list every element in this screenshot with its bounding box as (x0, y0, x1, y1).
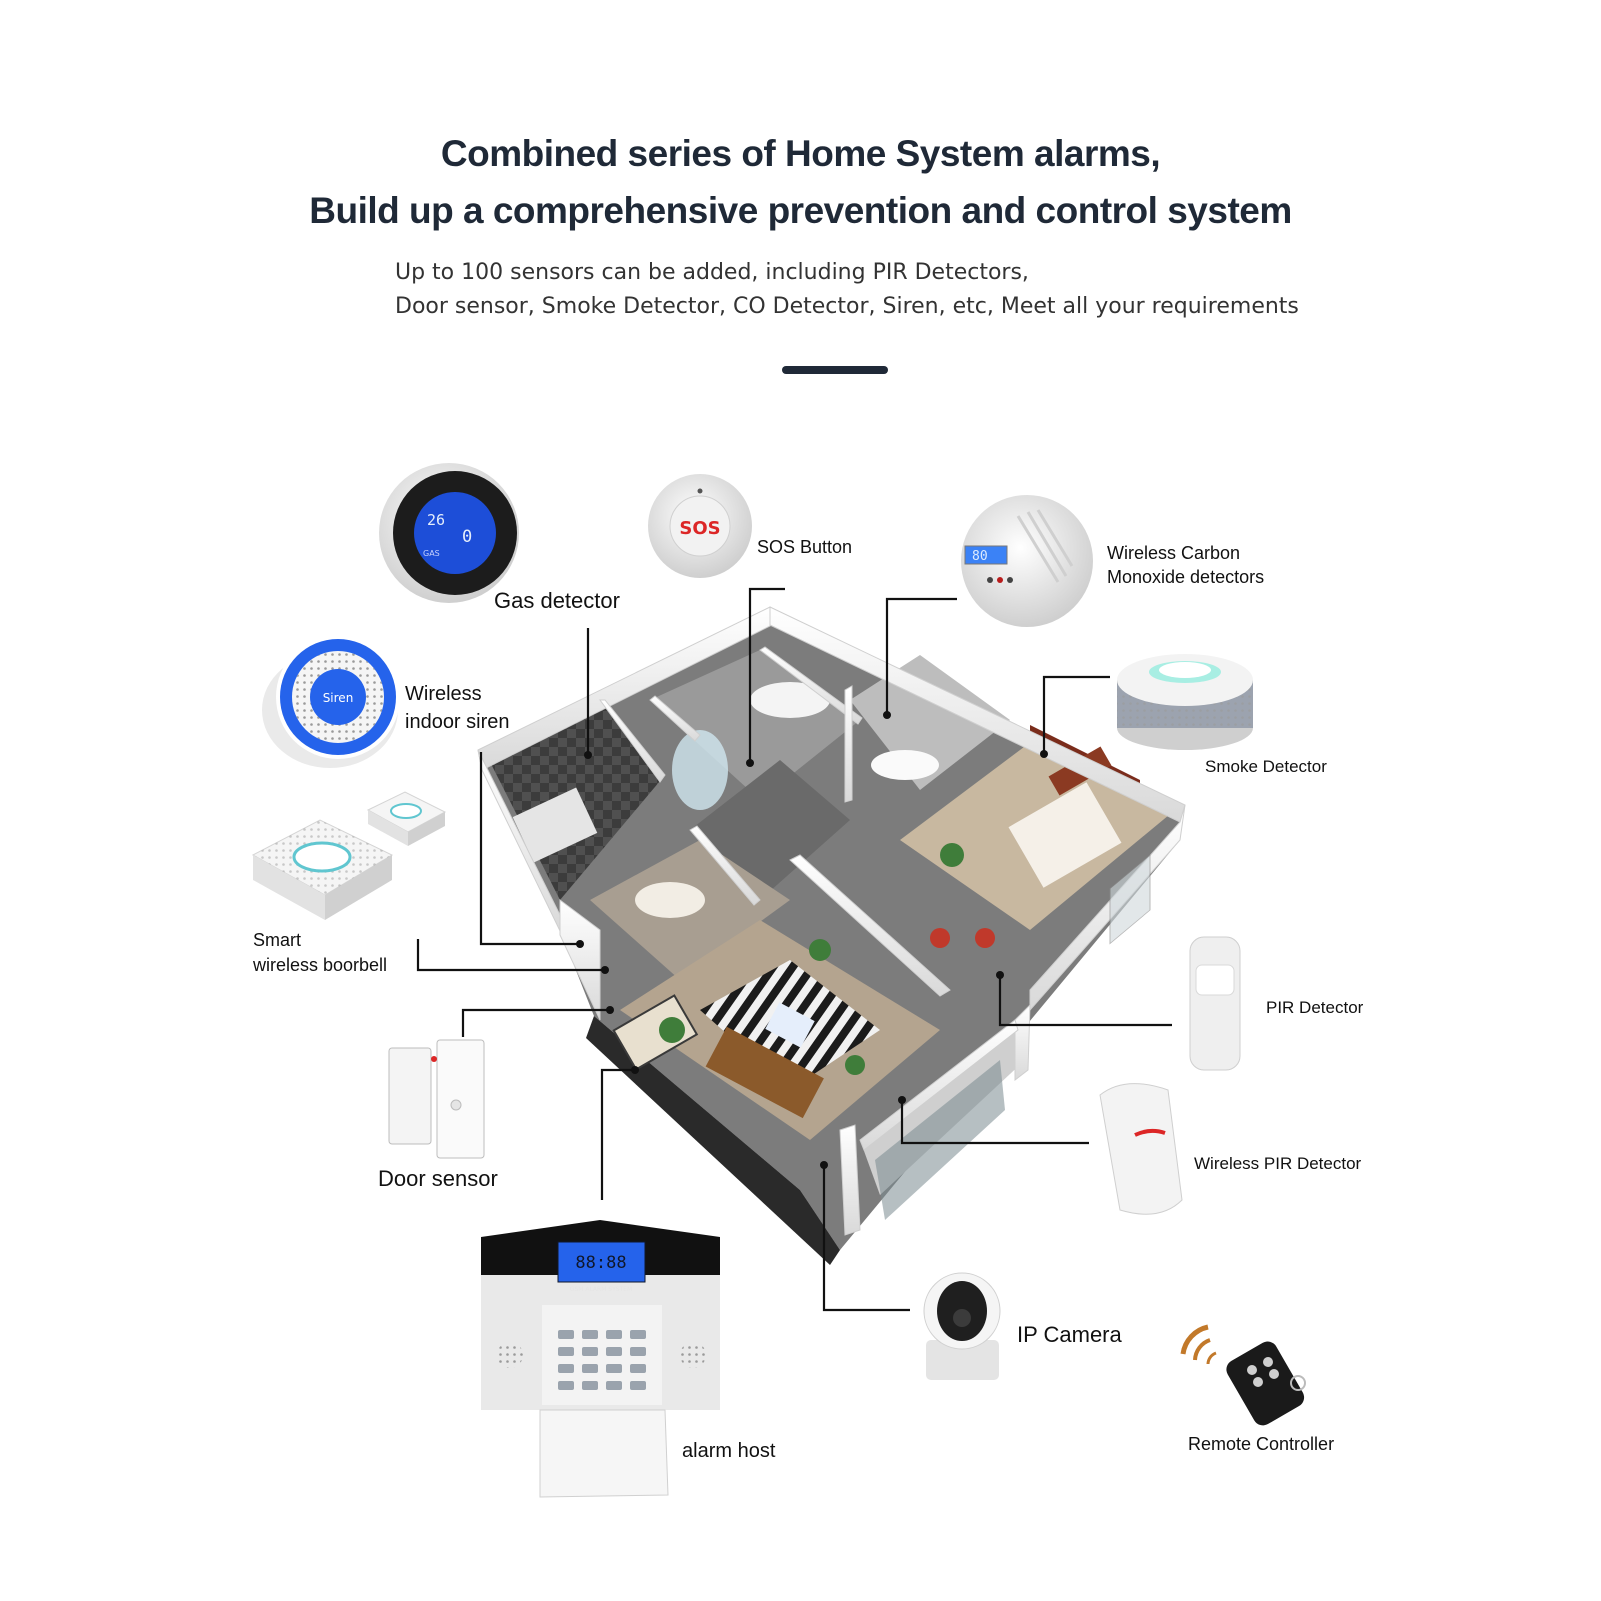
siren-label-line-2: indoor siren (405, 711, 510, 733)
smoke-detector-icon (1117, 654, 1253, 750)
gas-detector-label: Gas detector (494, 588, 620, 613)
headline-line-1: Combined series of Home System alarms, (440, 133, 1161, 174)
sos-button-label: SOS Button (757, 537, 853, 557)
gas-level-readout: 0 (462, 527, 472, 547)
smoke-detector-label: Smoke Detector (1205, 757, 1327, 776)
siren-icon: Siren (262, 635, 400, 768)
co-readout: 80 (972, 549, 988, 564)
co-detector-label-line-2: Monoxide detectors (1107, 567, 1265, 587)
siren-label-line-1: Wireless (405, 683, 482, 705)
co-detector-icon: 80 (961, 495, 1093, 627)
gas-temp-readout: 26 (427, 511, 445, 529)
subtitle-line-1: Up to 100 sensors can be added, includin… (395, 260, 1029, 285)
pir-detector-icon (1189, 936, 1241, 1071)
remote-controller-icon (1180, 1324, 1306, 1426)
shower (672, 730, 728, 810)
bathtub (750, 682, 830, 718)
sos-button-text: SOS (679, 518, 720, 539)
headline-line-2: Build up a comprehensive prevention and … (309, 190, 1292, 231)
wireless-pir-icon (1099, 1083, 1183, 1215)
alarm-host-label: alarm host (682, 1440, 776, 1462)
door-sensor-label: Door sensor (378, 1166, 498, 1191)
wireless-pir-label: Wireless PIR Detector (1194, 1154, 1362, 1173)
subtitle-line-2: Door sensor, Smoke Detector, CO Detector… (395, 294, 1299, 319)
bed (1008, 782, 1122, 888)
host-display: 88:88 (575, 1253, 626, 1273)
connector-lines (416, 587, 1172, 1312)
doorbell-label-line-2: wireless boorbell (253, 955, 388, 975)
gas-detector-icon: 26 0 GAS (379, 463, 519, 603)
door-sensor-icon (388, 1039, 485, 1159)
house-floor-plan (477, 606, 1186, 1265)
doorbell-icon (251, 791, 447, 920)
co-detector-label-line-1: Wireless Carbon (1107, 543, 1241, 563)
sofa (705, 1026, 824, 1119)
gas-screen-label: GAS (423, 549, 440, 558)
siren-label: Siren (323, 691, 354, 705)
connector-dots (576, 711, 1048, 1169)
alarm-host-icon: 88:88 GSM ALARM SYSTEM (481, 1220, 720, 1498)
sos-button-icon: SOS (648, 474, 752, 578)
host-caption: GSM ALARM SYSTEM (570, 1286, 632, 1293)
ip-camera-label: IP Camera (1017, 1322, 1122, 1347)
ip-camera-icon (923, 1272, 1001, 1380)
pir-detector-label: PIR Detector (1266, 998, 1364, 1017)
doorbell-label-line-1: Smart (253, 930, 302, 950)
section-divider (782, 366, 888, 374)
remote-controller-label: Remote Controller (1188, 1434, 1335, 1454)
